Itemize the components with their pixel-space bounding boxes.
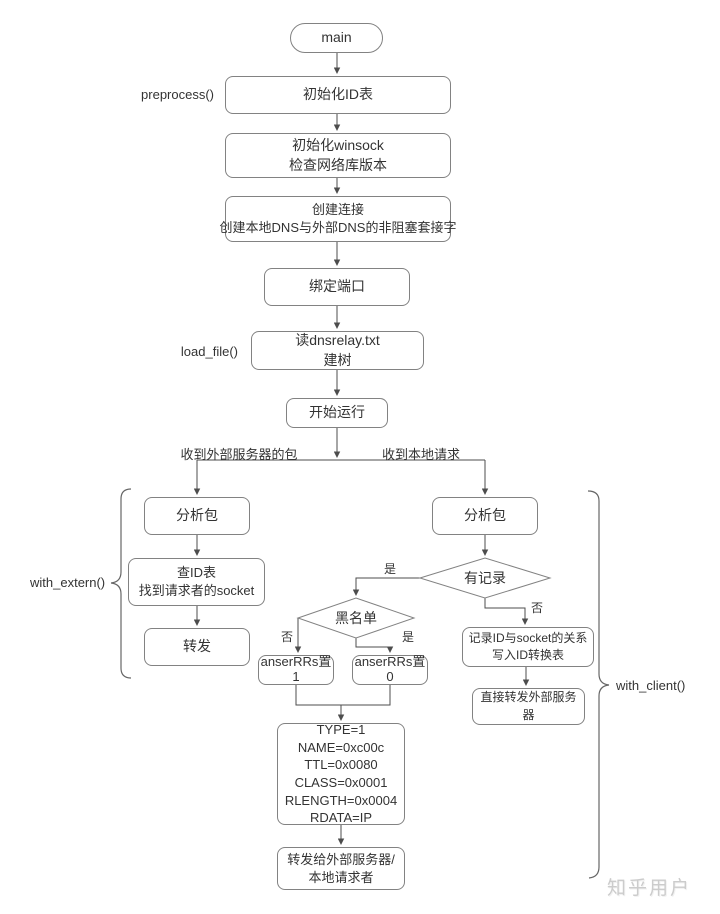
- blacklist-diamond: [296, 597, 416, 639]
- process-label: 转发给外部服务器/: [287, 851, 395, 867]
- process-label: TTL=0x0080: [304, 757, 378, 773]
- process-start-run: 开始运行: [286, 398, 388, 428]
- process-label: 记录ID与socket的关系: [468, 630, 588, 645]
- process-label: RDATA=IP: [309, 810, 372, 826]
- edge-label-local-request: 收到本地请求: [382, 447, 461, 462]
- main-label: main: [321, 29, 352, 46]
- has-record-decision-label: 有记录: [420, 558, 550, 598]
- process-label: NAME=0xc00c: [297, 739, 385, 755]
- process-bind-port: 绑定端口: [264, 268, 410, 306]
- decision-label: 黑名单: [335, 610, 377, 626]
- decision-shapes: [296, 557, 552, 639]
- edge-label-no-to-anser1: 否: [281, 630, 294, 644]
- process-label: 分析包: [464, 507, 506, 524]
- process-read-dnsrelay: 读dnsrelay.txt 建树: [251, 331, 424, 370]
- main-terminator: main: [290, 23, 383, 53]
- process-label: anserRRs置: [260, 654, 332, 670]
- process-label: 开始运行: [309, 404, 365, 421]
- process-label: TYPE=1: [316, 722, 366, 738]
- process-forward: 转发: [144, 628, 250, 666]
- process-init-id-table: 初始化ID表: [225, 76, 451, 114]
- process-forward-to-requester: 转发给外部服务器/ 本地请求者: [277, 847, 405, 890]
- process-label: 绑定端口: [309, 278, 365, 295]
- process-label: RLENGTH=0x0004: [284, 792, 398, 808]
- with-client-brace: [587, 490, 610, 879]
- decision-label: 有记录: [464, 570, 506, 586]
- edge-label-no-to-record: 否: [531, 601, 544, 615]
- process-label: 直接转发外部服务: [480, 690, 577, 705]
- process-label: 检查网络库版本: [289, 156, 387, 173]
- process-anserrrs-0: anserRRs置 0: [352, 655, 428, 685]
- process-lookup-id-table: 查ID表 找到请求者的socket: [128, 558, 265, 606]
- process-label: 创建连接: [311, 202, 364, 218]
- grouping-braces: [110, 488, 610, 879]
- process-analyze-packet-extern: 分析包: [144, 497, 250, 535]
- with-extern-function-label: with_extern(): [30, 575, 106, 590]
- edge-label-yes-to-blacklist: 是: [384, 562, 397, 576]
- has-record-diamond: [418, 557, 552, 599]
- process-label: 1: [292, 669, 300, 684]
- with-client-function-label: with_client(): [616, 678, 686, 693]
- load-file-function-label: load_file(): [180, 344, 238, 359]
- process-label: 本地请求者: [308, 869, 374, 885]
- process-anserrrs-1: anserRRs置 1: [258, 655, 334, 685]
- process-label: 初始化winsock: [292, 136, 384, 153]
- process-record-id-socket: 记录ID与socket的关系 写入ID转换表: [462, 627, 594, 667]
- edge-label-yes-to-anser0: 是: [402, 630, 415, 644]
- process-dns-answer-fields: TYPE=1 NAME=0xc00c TTL=0x0080 CLASS=0x00…: [277, 722, 405, 826]
- connector-lines: [193, 53, 530, 845]
- process-label: 初始化ID表: [303, 86, 373, 103]
- process-label: 建树: [323, 351, 352, 368]
- process-label: anserRRs置: [354, 654, 426, 670]
- with-extern-brace: [110, 488, 132, 679]
- process-init-winsock: 初始化winsock 检查网络库版本: [225, 133, 451, 178]
- process-label: CLASS=0x0001: [294, 775, 388, 790]
- process-label: 0: [386, 669, 394, 684]
- process-label: 写入ID转换表: [491, 648, 564, 662]
- process-analyze-packet-client: 分析包: [432, 497, 538, 535]
- blacklist-decision-label: 黑名单: [298, 598, 414, 638]
- process-label: 创建本地DNS与外部DNS的非阻塞套接字: [219, 220, 457, 235]
- process-label: 分析包: [176, 507, 218, 524]
- process-label: 器: [522, 707, 535, 722]
- edge-label-external-packet: 收到外部服务器的包: [180, 447, 298, 462]
- process-label: 找到请求者的socket: [138, 583, 255, 598]
- zhihu-user-watermark: 知乎用户: [607, 878, 692, 899]
- process-label: 转发: [183, 638, 211, 655]
- preprocess-function-label: preprocess(): [141, 87, 214, 102]
- process-direct-forward-external: 直接转发外部服务 器: [472, 688, 585, 725]
- process-label: 读dnsrelay.txt: [295, 331, 380, 348]
- process-create-connection: 创建连接 创建本地DNS与外部DNS的非阻塞套接字: [220, 196, 456, 242]
- process-label: 查ID表: [176, 565, 216, 581]
